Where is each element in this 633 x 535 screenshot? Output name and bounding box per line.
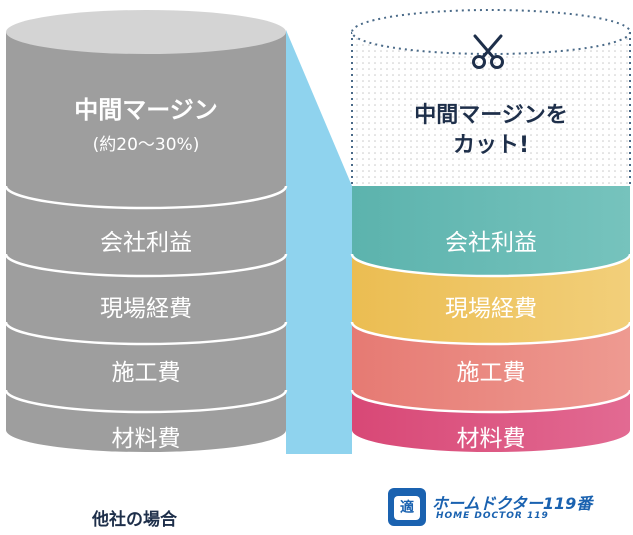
left-divider <box>4 185 288 210</box>
right-layer-label: 会社利益 <box>445 230 537 256</box>
right-cylinder: 中間マージンを カット! 会社利益 現場経費 施工費 材料費 <box>350 9 632 452</box>
right-layer-label: 材料費 <box>457 426 526 452</box>
logo-name: ホームドクター119番 <box>432 494 593 513</box>
left-layer-label: 施工費 <box>112 360 181 386</box>
layer-material <box>352 390 630 452</box>
left-divider <box>4 321 288 346</box>
left-cylinder-top <box>6 10 286 54</box>
left-layer-label: 材料費 <box>112 426 181 452</box>
right-layer-label: 現場経費 <box>445 296 537 322</box>
logo-badge: 適 <box>388 488 426 526</box>
left-caption: 他社の場合 <box>92 510 177 530</box>
right-divider <box>350 389 632 414</box>
cut-section-body <box>352 32 630 208</box>
logo-badge-glyph: 適 <box>394 496 420 520</box>
left-divider <box>4 253 288 278</box>
left-layer-label: 現場経費 <box>100 296 192 322</box>
right-divider <box>350 253 632 278</box>
cut-outline-top <box>351 9 631 55</box>
logo-subtitle: HOME DOCTOR 119 <box>436 511 549 521</box>
left-layer-label: 会社利益 <box>100 230 192 256</box>
left-cylinder-body <box>6 32 286 452</box>
cut-label-line2: カット! <box>453 133 529 158</box>
left-top-label: 中間マージン <box>74 96 218 124</box>
left-cylinder: 中間マージン (約20〜30%) 会社利益 現場経費 施工費 材料費 <box>4 10 288 452</box>
brand-logo: 適 ホームドクター119番 HOME DOCTOR 119 <box>388 488 608 528</box>
connector-band <box>286 30 352 454</box>
scissors-icon <box>472 34 504 69</box>
right-layer-label: 施工費 <box>457 360 526 386</box>
left-top-sublabel: (約20〜30%) <box>93 135 200 155</box>
layer-company-profit <box>352 186 630 276</box>
layer-construction <box>352 322 630 412</box>
right-divider <box>350 321 632 346</box>
cut-label-line1: 中間マージンを <box>414 103 568 128</box>
left-divider <box>4 389 288 414</box>
layer-site-expense <box>352 254 630 344</box>
